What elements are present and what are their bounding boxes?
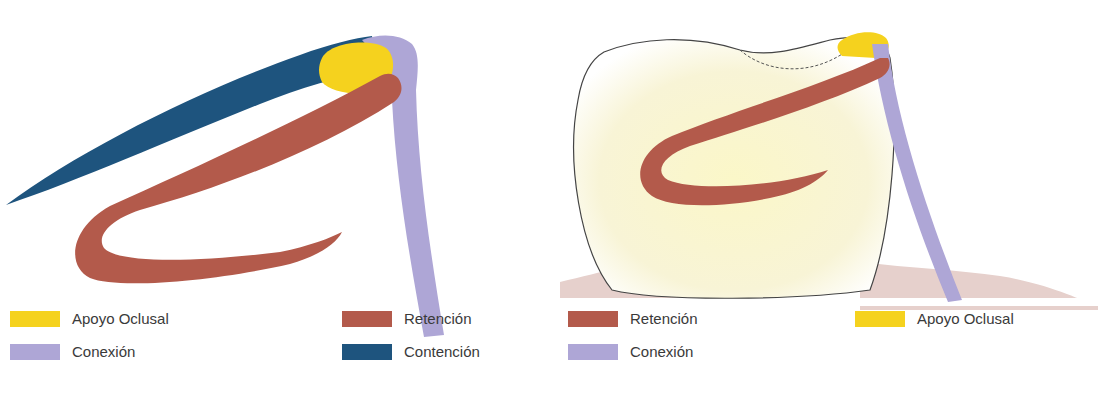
legend-label: Apoyo Oclusal xyxy=(917,310,1014,327)
legend-label: Retención xyxy=(404,310,472,327)
legend-label: Conexión xyxy=(630,343,693,360)
legend-label: Conexión xyxy=(72,343,135,360)
clasp-left xyxy=(6,35,444,337)
legend-item: Retención xyxy=(568,310,698,327)
legend-swatch xyxy=(10,311,60,327)
legend-swatch xyxy=(855,311,905,327)
legend-swatch xyxy=(342,344,392,360)
legend-item: Apoyo Oclusal xyxy=(855,310,1014,327)
legend-item: Conexión xyxy=(568,343,693,360)
legend-label: Apoyo Oclusal xyxy=(72,310,169,327)
legend-item: Retención xyxy=(342,310,472,327)
legend-label: Retención xyxy=(630,310,698,327)
legend-item: Apoyo Oclusal xyxy=(10,310,169,327)
legend-swatch xyxy=(342,311,392,327)
legend-swatch xyxy=(568,311,618,327)
tooth-with-clasp xyxy=(560,32,1098,403)
legend-swatch xyxy=(568,344,618,360)
legend-item: Contención xyxy=(342,343,480,360)
legend-swatch xyxy=(10,344,60,360)
legend-label: Contención xyxy=(404,343,480,360)
legend-item: Conexión xyxy=(10,343,135,360)
